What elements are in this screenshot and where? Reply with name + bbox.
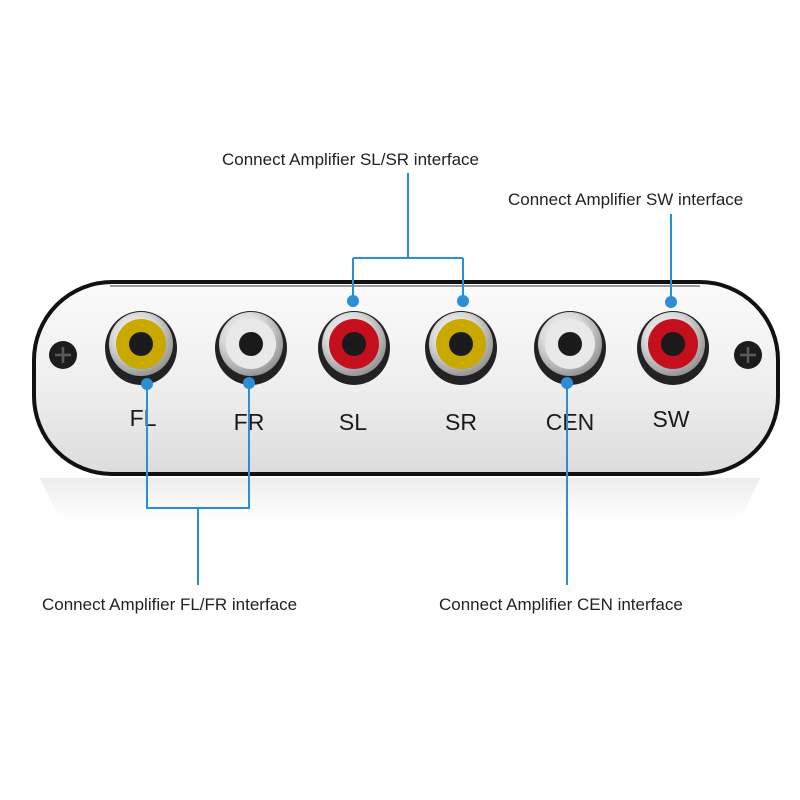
screw-icon-left (49, 341, 77, 369)
rca-jack-sl (318, 311, 390, 385)
port-label-sl: SL (339, 409, 367, 435)
rca-jack-fr (215, 311, 287, 385)
rca-jack-cen (534, 311, 606, 385)
leader-dot-fr (243, 377, 255, 389)
callout-cen: Connect Amplifier CEN interface (439, 595, 683, 614)
callout-fl-fr: Connect Amplifier FL/FR interface (42, 595, 297, 614)
rca-jack-fl (105, 311, 177, 385)
leader-dot-sr (457, 295, 469, 307)
rca-jack-sw (637, 311, 709, 385)
port-label-sr: SR (445, 409, 477, 435)
callout-sl-sr: Connect Amplifier SL/SR interface (222, 150, 479, 169)
panel-reflection (40, 478, 760, 520)
port-label-cen: CEN (546, 409, 595, 435)
screw-icon-right (734, 341, 762, 369)
rca-jack-sr (425, 311, 497, 385)
leader-dot-cen (561, 377, 573, 389)
leader-sl-sr (352, 173, 464, 300)
leader-dot-fl (141, 378, 153, 390)
port-label-fl: FL (130, 405, 157, 431)
leader-dot-sw (665, 296, 677, 308)
leader-fl-fr (146, 383, 250, 585)
leader-dot-sl (347, 295, 359, 307)
port-label-sw: SW (652, 406, 689, 432)
callout-sw: Connect Amplifier SW interface (508, 190, 743, 209)
